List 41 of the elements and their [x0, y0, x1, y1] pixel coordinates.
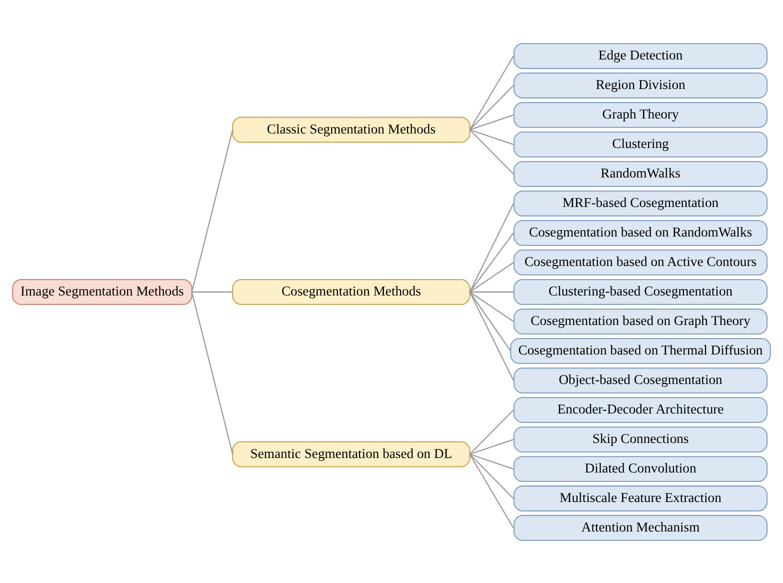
connector — [469, 262, 514, 292]
connector — [470, 114, 514, 130]
node-box: Cosegmentation based on RandomWalks — [513, 219, 768, 246]
node-box: Dilated Convolution — [513, 455, 768, 482]
node-box: Region Division — [513, 72, 768, 98]
connector — [469, 128, 514, 174]
connector — [469, 55, 514, 130]
node-box: Classic Segmentation Methods — [232, 116, 470, 142]
connector — [470, 290, 514, 292]
connector — [469, 453, 514, 498]
connector — [191, 129, 234, 292]
node-box: Cosegmentation based on Thermal Diffusion — [510, 337, 771, 364]
connector — [469, 453, 514, 528]
connector — [469, 232, 514, 292]
node-box: Edge Detection — [513, 42, 768, 69]
node-box: RandomWalks — [513, 160, 768, 187]
connector — [470, 453, 514, 470]
node-box: Attention Mechanism — [513, 514, 768, 541]
connector — [192, 290, 233, 292]
node-box: Image Segmentation Methods — [12, 278, 192, 305]
node-box: Cosegmentation based on Active Contours — [513, 248, 768, 276]
connector — [470, 128, 514, 145]
connector — [470, 438, 514, 454]
node-box: Clustering-based Cosegmentation — [513, 278, 768, 305]
node-box: Encoder-Decoder Architecture — [513, 396, 768, 423]
node-box: Multiscale Feature Extraction — [513, 484, 768, 512]
connector — [469, 291, 512, 351]
node-box: Graph Theory — [513, 101, 768, 128]
node-box: MRF-based Cosegmentation — [513, 190, 768, 216]
connector — [469, 291, 514, 322]
connector — [469, 84, 514, 130]
node-box: Object-based Cosegmentation — [513, 366, 768, 394]
node-box: Skip Connections — [513, 426, 768, 452]
connector — [469, 202, 514, 292]
node-box: Cosegmentation based on Graph Theory — [513, 308, 768, 334]
connector — [469, 291, 514, 380]
connector — [191, 291, 234, 454]
node-box: Semantic Segmentation based on DL — [232, 440, 470, 467]
connector — [469, 409, 514, 454]
node-box: Clustering — [513, 130, 768, 158]
node-box: Cosegmentation Methods — [232, 278, 470, 305]
